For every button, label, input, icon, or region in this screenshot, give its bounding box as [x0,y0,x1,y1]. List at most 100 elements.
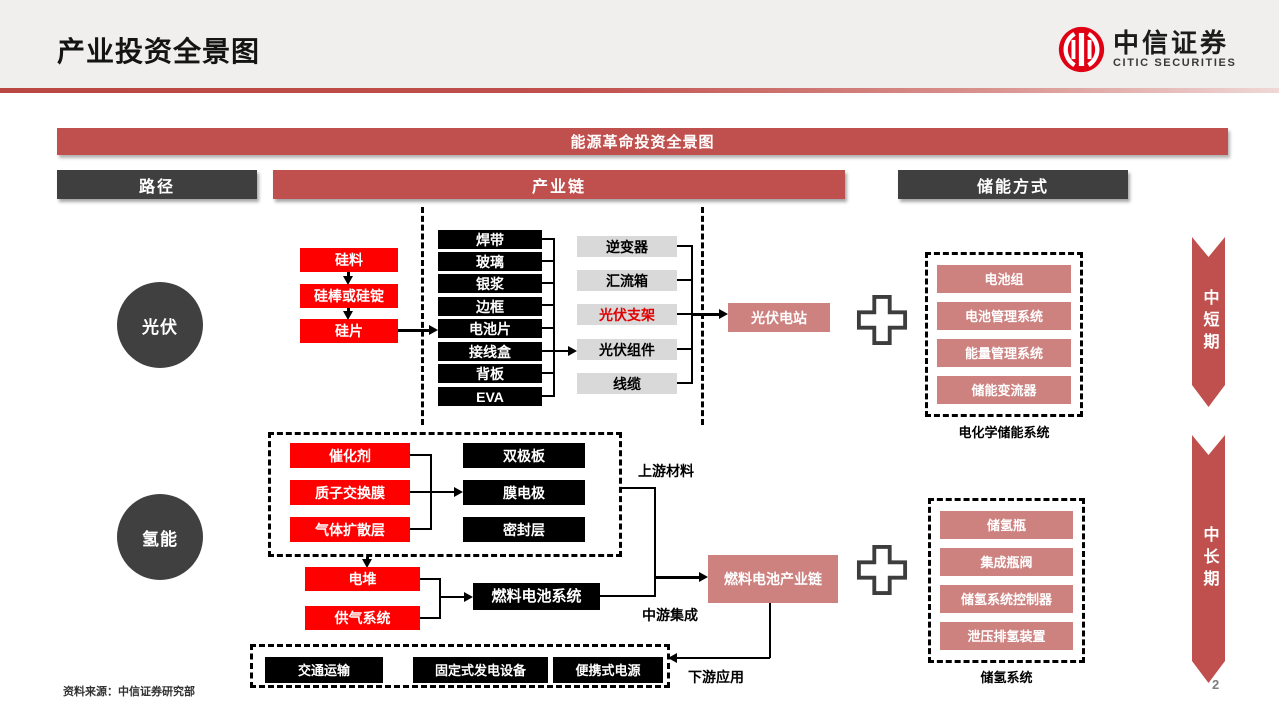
page-number: 2 [1212,677,1220,692]
connector [420,578,441,580]
plus-icon [856,544,908,596]
column-header-chain: 产业链 [273,170,845,199]
dashed-separator [421,207,424,425]
right-arrow [410,491,454,493]
down-arrowhead-icon [343,311,353,320]
hydrogen-storage-group [928,498,1085,663]
connector [410,454,432,456]
dashed-separator [701,207,704,425]
pv-component-box: EVA [438,387,542,406]
pv-system-box: 逆变器 [577,236,677,257]
column-header-storage: 储能方式 [898,170,1128,199]
hydrogen-mid-input-box: 供气系统 [305,606,420,630]
connector [542,260,554,262]
hydrogen-upstream-group [268,432,622,557]
pv-component-box: 玻璃 [438,252,542,271]
connector [654,487,656,597]
connector [769,603,771,658]
bracket-line [439,578,441,619]
fuel-cell-chain-box: 燃料电池产业链 [708,555,838,603]
pv-system-box: 汇流箱 [577,270,677,291]
left-arrowhead-icon [668,653,677,663]
period-ribbon-short: 中短期 [1192,237,1225,407]
right-arrow [693,313,721,316]
downstream-app-box: 交通运输 [265,657,383,683]
pv-material-box: 硅片 [300,319,398,343]
pv-component-box: 银浆 [438,274,542,293]
pv-component-box: 边框 [438,297,542,316]
down-arrow [366,557,369,560]
bracket-line [553,238,555,397]
pv-component-box: 电池片 [438,319,542,338]
plus-icon [856,294,908,346]
battery-storage-label: 电化学储能系统 [958,425,1050,440]
connector [542,395,554,397]
battery-storage-box: 储能变流器 [937,376,1071,404]
page-title: 产业投资全景图 [57,36,261,67]
down-arrowhead-icon [362,559,372,568]
pv-node: 光伏 [117,282,203,368]
battery-storage-box: 电池管理系统 [937,302,1071,330]
battery-storage-group [925,252,1083,417]
connector [622,487,656,489]
column-header-path: 路径 [57,170,257,199]
hydrogen-storage-box: 集成瓶阀 [940,548,1073,576]
connector [410,528,432,530]
pv-plant-box: 光伏电站 [728,303,830,332]
connector [677,348,692,350]
hydrogen-storage-box: 储氢系统控制器 [940,585,1073,613]
citic-logo-icon [1058,26,1105,73]
upstream-label: 上游材料 [638,463,694,479]
period-ribbon-long: 中长期 [1192,435,1225,683]
hydrogen-upstream-material-box: 气体扩散层 [290,517,410,542]
right-arrowhead-icon [464,592,473,602]
fuel-cell-system-box: 燃料电池系统 [473,583,600,610]
right-arrowhead-icon [454,487,463,497]
downstream-app-box: 固定式发电设备 [413,657,548,683]
hydrogen-node: 氢能 [117,494,203,580]
hydrogen-upstream-material-box: 质子交换膜 [290,480,410,505]
connector [542,350,554,352]
connector [677,279,692,281]
right-arrowhead-icon [719,309,728,319]
connector [600,595,656,597]
midstream-label: 中游集成 [642,607,698,623]
connector [677,245,692,247]
pv-system-box-highlight: 光伏支架 [577,304,677,325]
connector [420,617,441,619]
connector [542,372,554,374]
hydrogen-mid-input-box: 电堆 [305,567,420,591]
left-arrow [677,657,770,659]
citic-logo: 中信证券 CITIC SECURITIES [1058,26,1236,73]
source-note: 资料来源：中信证券研究部 [63,686,195,698]
logo-name-cn: 中信证券 [1113,28,1230,58]
connector [677,313,692,315]
pv-material-box: 硅料 [300,248,398,272]
connector [542,327,554,329]
hydrogen-downstream-group [250,644,670,688]
hydrogen-storage-box: 储氢瓶 [940,511,1073,539]
logo-name-en: CITIC SECURITIES [1113,57,1237,69]
pv-component-box: 接线盒 [438,342,542,361]
right-arrow [555,350,568,352]
right-arrowhead-icon [699,572,708,582]
downstream-app-box: 便携式电源 [553,657,663,683]
hydrogen-storage-label: 储氢系统 [980,670,1033,685]
battery-storage-box: 能量管理系统 [937,339,1071,367]
battery-storage-box: 电池组 [937,265,1071,293]
right-arrowhead-icon [568,346,577,356]
red-divider [0,88,1279,93]
down-arrow [347,272,350,276]
downstream-label: 下游应用 [688,669,744,685]
hydrogen-upstream-part-box: 膜电极 [463,480,585,505]
pv-material-box: 硅棒或硅锭 [300,284,398,308]
pv-system-box: 光伏组件 [577,339,677,360]
right-arrowhead-icon [429,325,438,335]
pv-component-box: 焊带 [438,230,542,249]
hydrogen-upstream-part-box: 双极板 [463,443,585,468]
pv-component-box: 背板 [438,364,542,383]
hydrogen-upstream-material-box: 催化剂 [290,443,410,468]
connector [542,304,554,306]
down-arrowhead-icon [343,276,353,285]
